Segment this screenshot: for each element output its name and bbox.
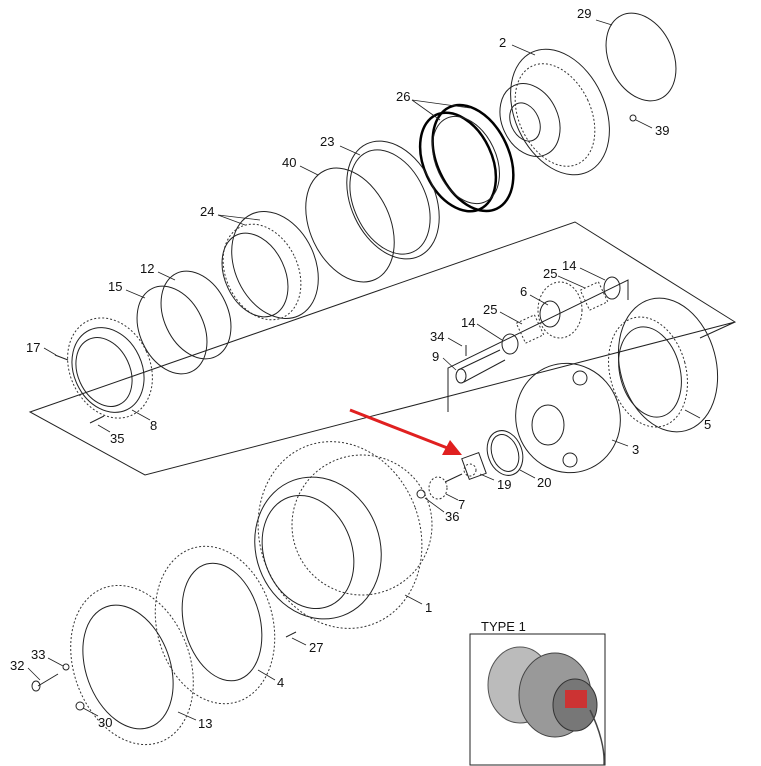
callout-2: 2: [499, 35, 506, 50]
part-33-washer[interactable]: [62, 663, 70, 671]
part-25-needle-bearing[interactable]: [515, 314, 545, 344]
callout-19: 19: [497, 477, 511, 492]
callout-14-top: 14: [562, 258, 576, 273]
callout-32: 32: [10, 658, 24, 673]
callout-23: 23: [320, 134, 334, 149]
callout-8: 8: [150, 418, 157, 433]
planetary-panel-outline: [28, 221, 737, 476]
callout-14: 14: [461, 315, 475, 330]
callout-24: 24: [200, 204, 214, 219]
callout-5: 5: [704, 417, 711, 432]
callout-34: 34: [430, 329, 444, 344]
callout-9: 9: [432, 349, 439, 364]
callout-27: 27: [309, 640, 323, 655]
part-1-housing[interactable]: [232, 418, 451, 651]
callout-40: 40: [282, 155, 296, 170]
part-9-shaft[interactable]: [455, 349, 506, 384]
part-29-o-ring[interactable]: [593, 2, 690, 112]
part-7-sun-gear[interactable]: [428, 473, 463, 500]
callout-25: 25: [483, 302, 497, 317]
part-6-planet-gear[interactable]: [537, 281, 583, 339]
part-27-pin[interactable]: [285, 631, 297, 638]
callout-36: 36: [445, 509, 459, 524]
part-13-cover[interactable]: [49, 568, 214, 762]
part-2-hub[interactable]: [489, 33, 629, 191]
part-35-bolt[interactable]: [89, 415, 105, 424]
part-17-pin[interactable]: [54, 354, 69, 361]
callout-17: 17: [26, 340, 40, 355]
part-14-washer[interactable]: [501, 333, 519, 355]
callout-3: 3: [632, 442, 639, 457]
part-15-ring[interactable]: [124, 275, 221, 385]
callout-33: 33: [31, 647, 45, 662]
callout-1: 1: [425, 600, 432, 615]
leader-lines: [27, 19, 701, 721]
callout-7: 7: [458, 497, 465, 512]
part-26-floating-seal[interactable]: [405, 92, 529, 224]
part-5-ring-gear[interactable]: [597, 287, 732, 443]
part-20-thrust-washer[interactable]: [481, 426, 529, 481]
part-12-ring[interactable]: [148, 260, 245, 370]
planet-subpanel: [447, 279, 629, 412]
callout-4: 4: [277, 675, 284, 690]
callout-35: 35: [110, 431, 124, 446]
part-14-washer-top[interactable]: [603, 276, 621, 300]
part-40-o-ring[interactable]: [288, 154, 411, 297]
callout-12: 12: [140, 261, 154, 276]
part-8-bearing-plate[interactable]: [52, 304, 168, 432]
part-23-ring[interactable]: [329, 126, 458, 274]
callout-26: 26: [396, 89, 410, 104]
part-3-carrier[interactable]: [500, 349, 635, 488]
callout-29: 29: [577, 6, 591, 21]
part-36-ball[interactable]: [416, 489, 426, 499]
callout-6: 6: [520, 284, 527, 299]
part-4-ring-gear[interactable]: [138, 533, 291, 718]
part-25-needle-bearing-top[interactable]: [579, 281, 609, 311]
part-30-plug[interactable]: [75, 701, 85, 711]
part-19-sun-gear-bushing[interactable]: [461, 451, 487, 481]
inset-label: TYPE 1: [481, 619, 526, 634]
highlight-arrow: [349, 408, 462, 455]
part-39-plug[interactable]: [629, 114, 637, 122]
callout-13: 13: [198, 716, 212, 731]
callout-25-top: 25: [543, 266, 557, 281]
callout-30: 30: [98, 715, 112, 730]
part-24-bearing[interactable]: [208, 197, 335, 332]
type-1-inset[interactable]: TYPE 1: [469, 619, 606, 766]
callout-15: 15: [108, 279, 122, 294]
callout-20: 20: [537, 475, 551, 490]
callout-39: 39: [655, 123, 669, 138]
part-32-bolt[interactable]: [31, 673, 59, 692]
